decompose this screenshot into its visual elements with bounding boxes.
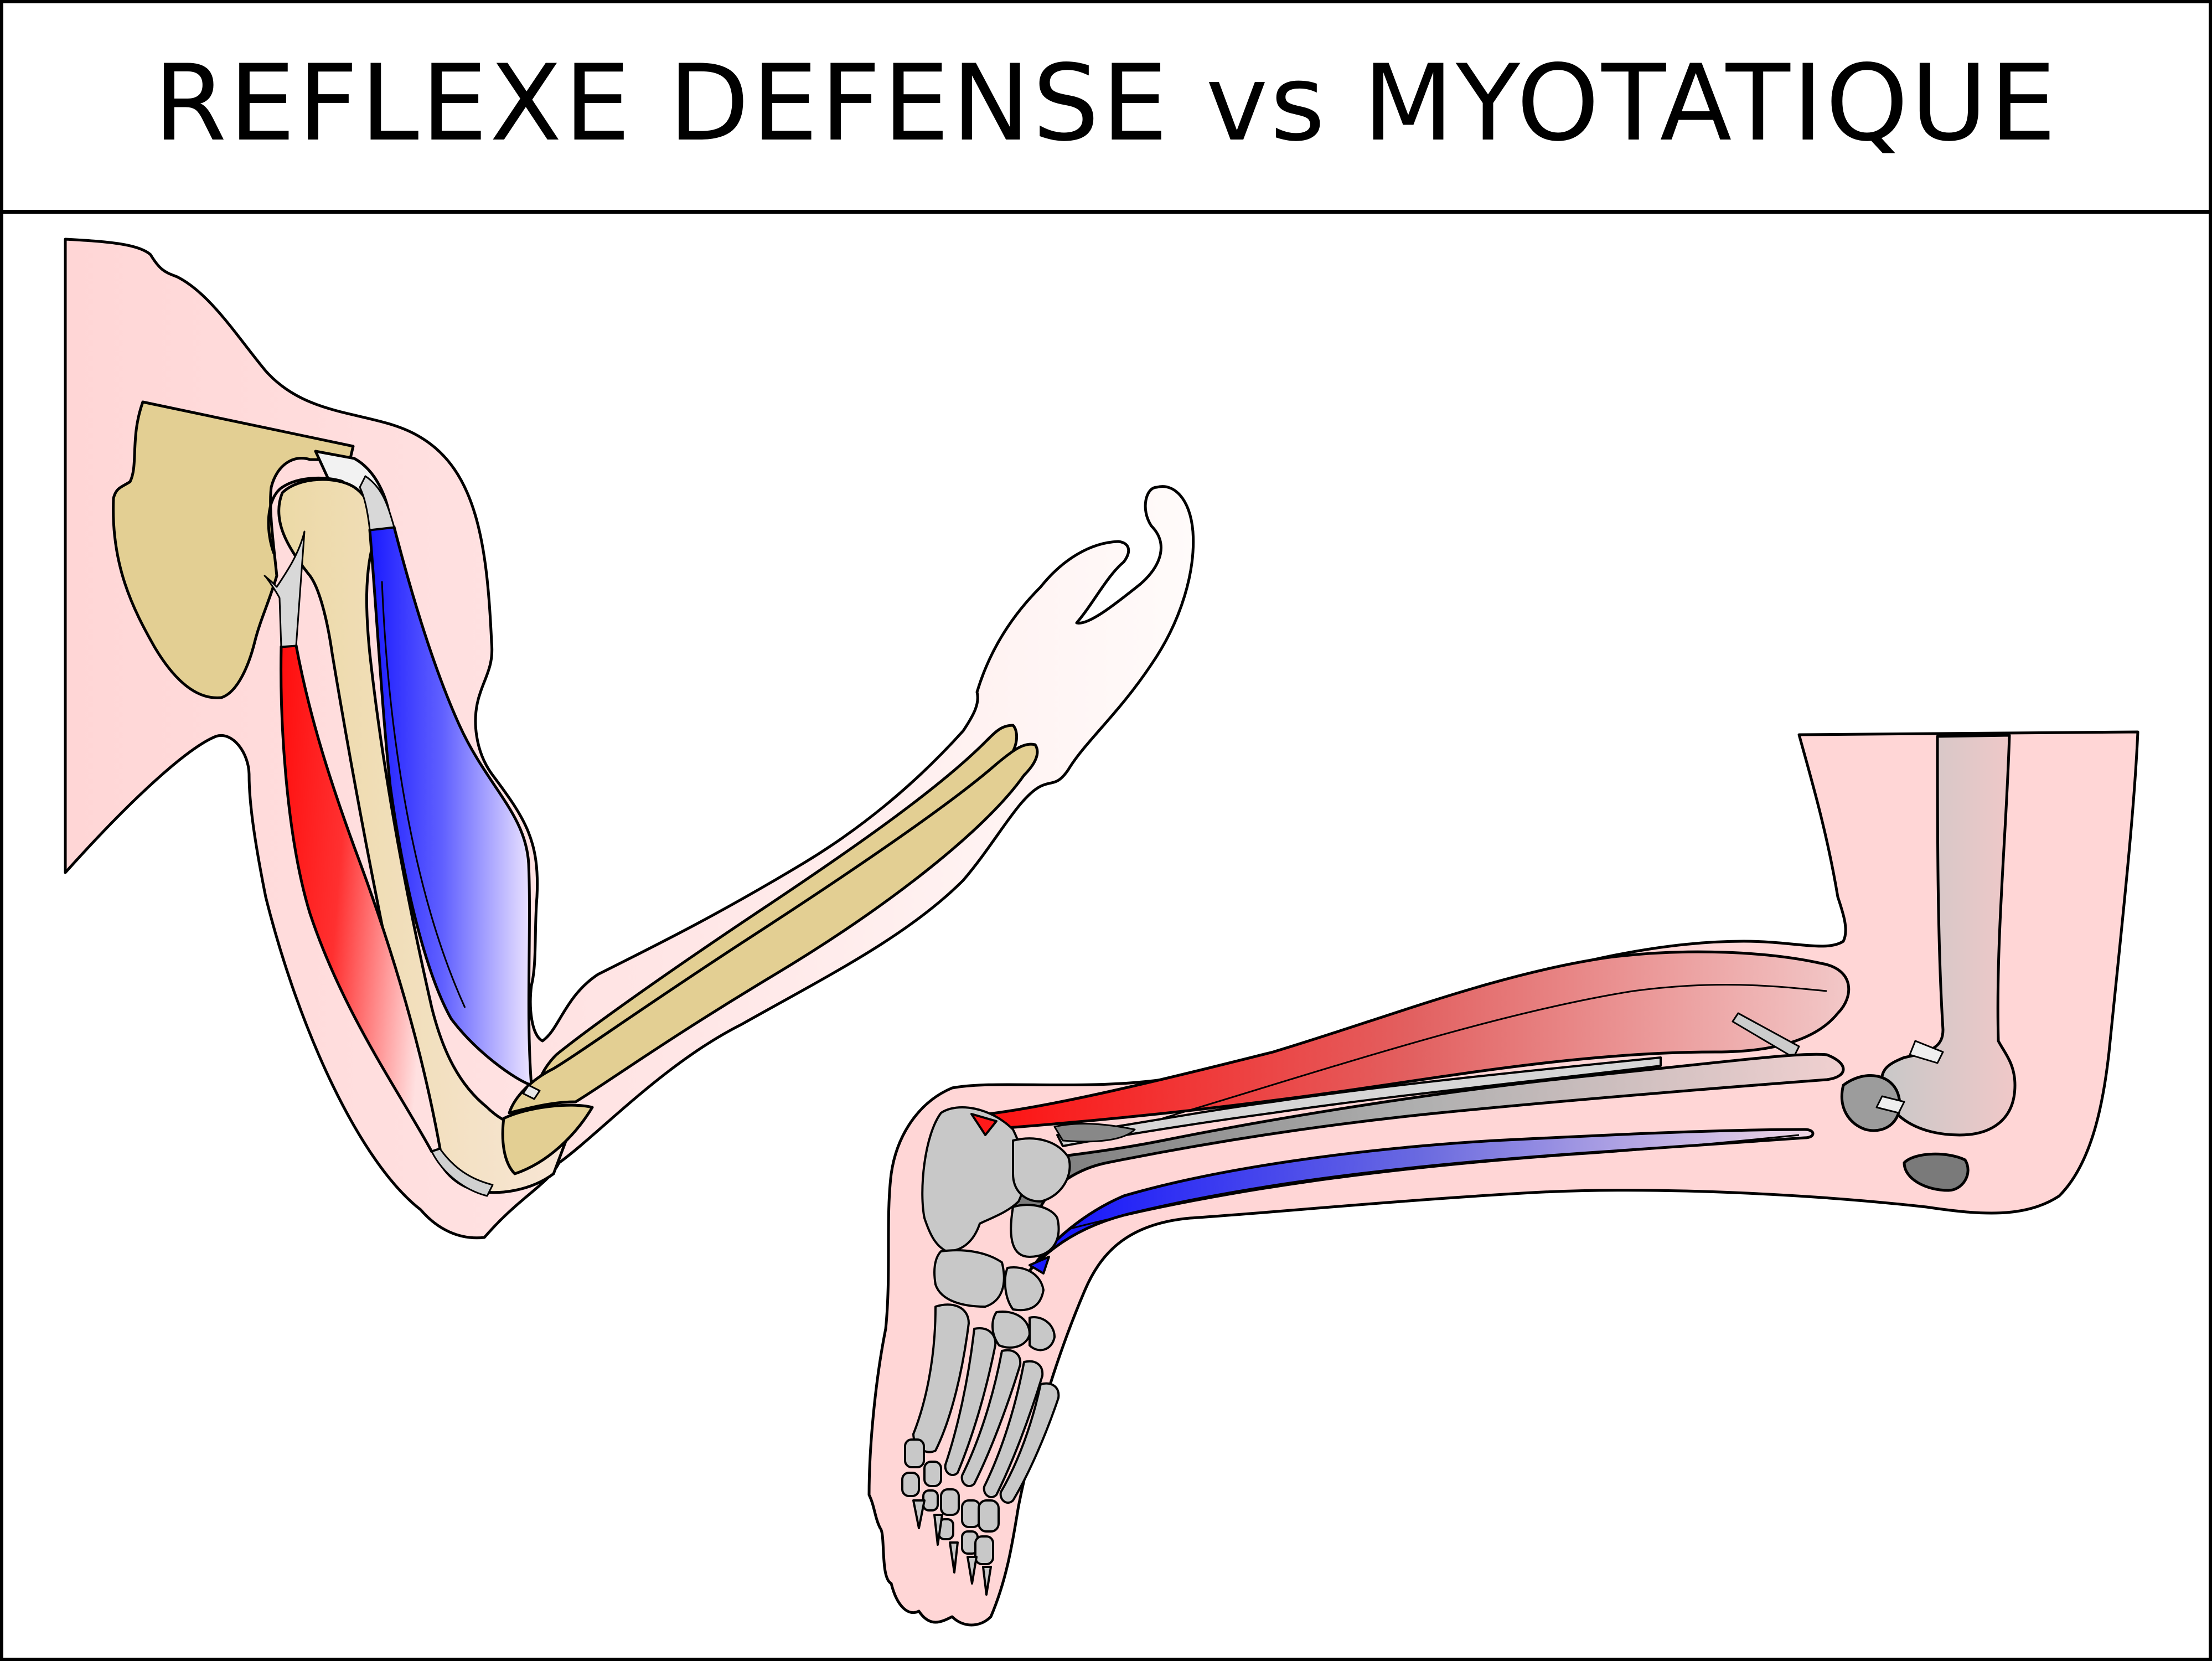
phalanx-3a xyxy=(940,1488,960,1516)
talus xyxy=(1012,1137,1071,1203)
metatarsal-2 xyxy=(944,1327,997,1476)
title-band: REFLEXE DEFENSE vs MYOTATIQUE xyxy=(0,0,2212,214)
arm-red-tendon-upper xyxy=(263,530,306,648)
knee-ligament-upper xyxy=(1909,1040,1944,1064)
phalanx-4a xyxy=(961,1499,981,1528)
leg-blue-muscle xyxy=(1028,1128,1815,1272)
arm-blue-muscle xyxy=(368,525,533,1087)
leg-red-muscle-line xyxy=(1162,983,1827,1120)
toe-tip-1 xyxy=(912,1499,926,1529)
cuneiform-2 xyxy=(991,1311,1031,1349)
diagram-title: REFLEXE DEFENSE vs MYOTATIQUE xyxy=(153,42,2059,164)
phalanx-1b xyxy=(901,1472,920,1497)
fibula xyxy=(1056,1056,1662,1147)
elbow-cartilage xyxy=(522,1084,541,1100)
phalanx-5a xyxy=(978,1499,1000,1533)
arm-red-tendon-lower xyxy=(431,1148,494,1197)
ankle-bone xyxy=(1053,1123,1136,1143)
arm-ulna xyxy=(508,742,1039,1115)
phalanx-5b xyxy=(974,1535,994,1565)
elbow-joint xyxy=(501,1103,594,1175)
patella xyxy=(1903,1152,1970,1192)
humerus-head-outline xyxy=(267,477,344,554)
calcaneus xyxy=(921,1106,1026,1252)
knee-ligament-lower xyxy=(1875,1095,1905,1114)
foot-skeleton xyxy=(901,1106,1071,1596)
metatarsal-1 xyxy=(912,1303,970,1453)
leg-blue-tendon-foot xyxy=(1029,1256,1050,1275)
navicular xyxy=(1010,1204,1060,1258)
arm-figure xyxy=(64,238,1195,1240)
phalanx-1a xyxy=(904,1438,925,1468)
toe-tip-5 xyxy=(982,1566,992,1596)
phalanx-2a xyxy=(923,1461,942,1487)
leg-blue-muscle-line xyxy=(1068,1134,1800,1230)
leg-red-muscle xyxy=(973,950,1851,1131)
arm-blue-tendon-upper xyxy=(359,475,395,531)
cuboid xyxy=(933,1249,1005,1308)
cuneiform-1 xyxy=(1004,1266,1045,1312)
knee-cap-bone xyxy=(1840,1074,1901,1132)
metatarsal-4 xyxy=(983,1360,1044,1498)
reflex-illustration xyxy=(64,238,2139,1627)
toe-tip-3 xyxy=(949,1541,959,1574)
metatarsal-3 xyxy=(960,1349,1022,1487)
femur xyxy=(1880,734,2017,1137)
scapula xyxy=(112,400,355,699)
toe-tip-4 xyxy=(967,1556,978,1585)
arm-blue-muscle-line xyxy=(381,581,466,1008)
cuneiform-3 xyxy=(1029,1316,1056,1352)
leg-figure xyxy=(867,730,2139,1627)
metatarsal-5 xyxy=(999,1382,1060,1504)
leg-red-tendon-heel xyxy=(970,1113,998,1136)
toe-tip-2 xyxy=(933,1514,943,1546)
